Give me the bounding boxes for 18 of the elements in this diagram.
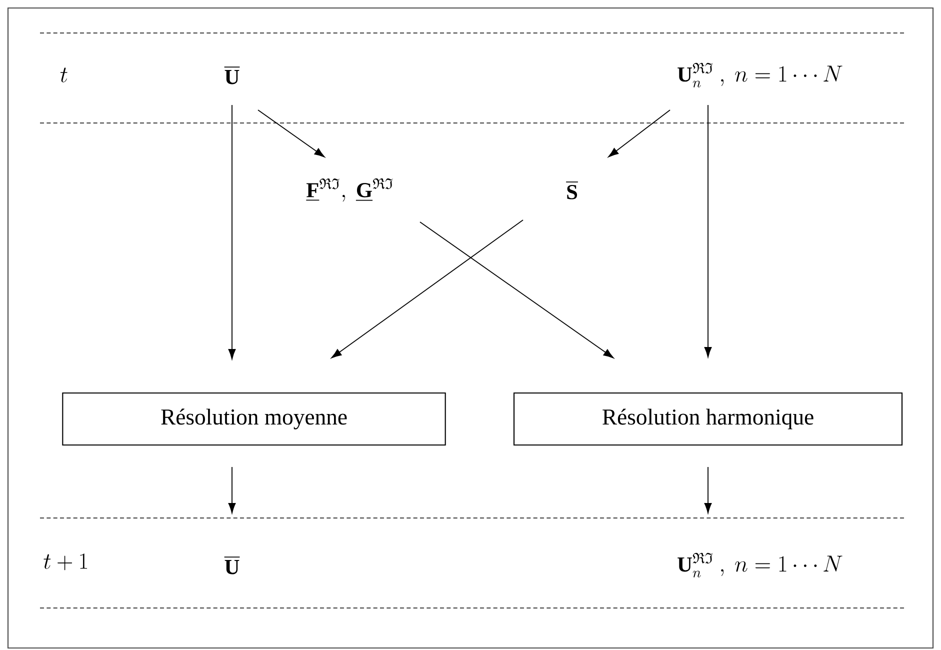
- time-label: $t+1$: [44, 553, 88, 570]
- variable-label: $\overline{\mathbf{U}}$: [224, 67, 240, 84]
- variable-label: $\mathbf{U}_n^{\mathfrak{R}\mathfrak{I}}\ ,\ n=1\cdots N$: [678, 552, 842, 578]
- variable-label: $\underline{\mathbf{F}}^{\mathfrak{R}\mathfrak{I}},\ \underline{\mathbf{G}}^{\mathfrak{R}\mathfrak{I}}$: [306, 178, 393, 202]
- arrow: [704, 466, 712, 514]
- arrow: [331, 220, 524, 358]
- arrow: [608, 110, 670, 158]
- variable-label: $\overline{\mathbf{S}}$: [566, 182, 578, 200]
- arrow: [704, 104, 712, 358]
- variable-label: $\mathbf{U}_n^{\mathfrak{R}\mathfrak{I}}\ ,\ n=1\cdots N$: [678, 62, 842, 88]
- process-box: Résolution moyenne: [62, 392, 446, 446]
- arrow: [420, 222, 614, 358]
- variable-label: $\overline{\mathbf{U}}$: [224, 557, 240, 574]
- arrow: [228, 104, 236, 360]
- arrow: [258, 110, 325, 158]
- arrow: [228, 466, 236, 514]
- time-label: $t$: [60, 68, 68, 82]
- process-box: Résolution harmonique: [513, 392, 903, 446]
